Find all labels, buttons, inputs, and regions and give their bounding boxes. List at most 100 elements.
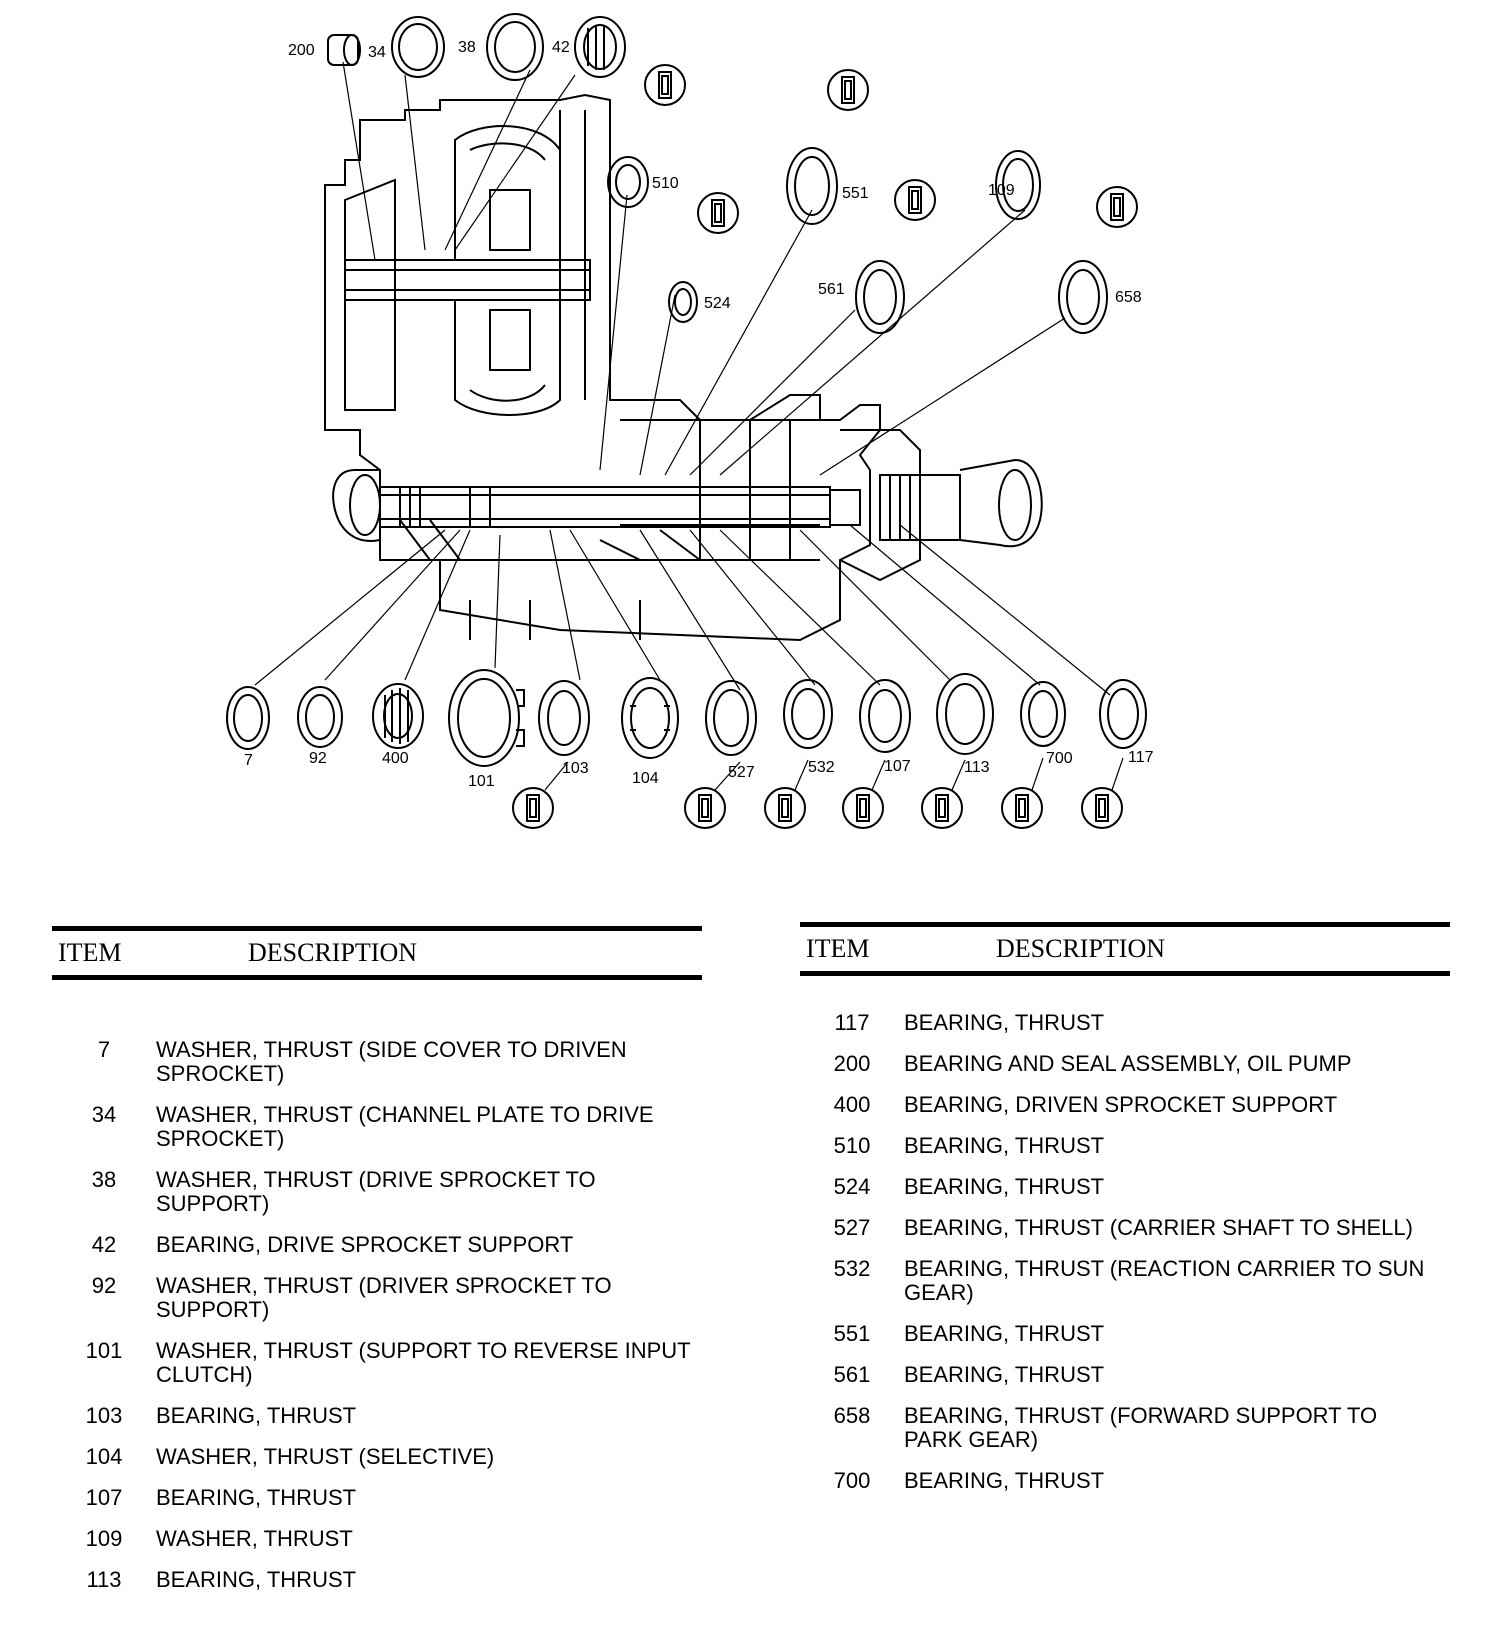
table-rule-bottom — [800, 971, 1450, 976]
item-description: BEARING, THRUST — [156, 1403, 357, 1428]
main-output-shaft — [379, 474, 961, 541]
callout-label: 38 — [458, 39, 476, 56]
table-row: 92 WASHER, THRUST (DRIVER SPROCKET TO SUP… — [52, 1274, 702, 1322]
part-700 — [1020, 681, 1066, 747]
bearing-symbol-icon — [644, 64, 686, 106]
header-item: ITEM — [806, 934, 870, 963]
header-description: DESCRIPTION — [248, 938, 418, 967]
table-header: ITEM DESCRIPTION — [52, 931, 702, 975]
item-number: 117 — [834, 1010, 870, 1035]
part-38 — [486, 13, 544, 81]
bearing-symbol-icons — [512, 64, 1138, 829]
callout-label: 561 — [818, 281, 845, 298]
part-532 — [783, 679, 833, 749]
part-42 — [574, 16, 626, 78]
item-number: 7 — [97, 1037, 111, 1062]
callout-label: 103 — [562, 760, 589, 777]
part-109 — [995, 150, 1041, 220]
bearing-symbol-icon — [921, 787, 963, 829]
transmission-exploded-diagram: 200 34 38 42 510 524 551 561 109 658 7 9… — [226, 13, 1154, 829]
bearing-symbol-icon — [1001, 787, 1043, 829]
callout-label: 7 — [244, 752, 253, 769]
item-number: 38 — [91, 1167, 117, 1192]
item-description: WASHER, THRUST (CHANNEL PLATE TO DRIVE S… — [156, 1102, 654, 1151]
part-551 — [786, 147, 838, 225]
item-description: BEARING, THRUST — [904, 1010, 1105, 1035]
item-description: BEARING, THRUST (FORWARD SUPPORT TO PARK… — [904, 1403, 1378, 1452]
item-description: BEARING, THRUST — [156, 1567, 357, 1592]
callout-label: 42 — [552, 39, 570, 56]
part-7 — [226, 686, 270, 750]
item-number: 400 — [833, 1092, 871, 1117]
item-number: 92 — [91, 1273, 117, 1298]
part-107 — [859, 679, 911, 753]
item-description: WASHER, THRUST (DRIVE SPROCKET TO SUPPOR… — [156, 1167, 596, 1216]
part-658 — [1058, 260, 1108, 334]
right-axle — [959, 458, 1043, 548]
item-number: 561 — [833, 1362, 871, 1387]
part-101 — [448, 669, 525, 767]
bearing-symbol-leaders — [544, 757, 1124, 791]
callout-label: 101 — [468, 773, 495, 790]
callout-label: 107 — [884, 758, 911, 775]
callout-label: 527 — [728, 764, 755, 781]
bearing-symbol-icon — [764, 787, 806, 829]
item-number: 101 — [85, 1338, 123, 1363]
item-description: BEARING, DRIVEN SPROCKET SUPPORT — [904, 1092, 1338, 1117]
item-description: WASHER, THRUST — [156, 1526, 353, 1551]
item-number: 109 — [85, 1526, 123, 1551]
table-row: 117 BEARING, THRUST — [800, 1011, 1450, 1035]
item-number: 510 — [833, 1133, 871, 1158]
table-row: 38 WASHER, THRUST (DRIVE SPROCKET TO SUPP… — [52, 1168, 702, 1216]
item-description: BEARING, THRUST — [156, 1485, 357, 1510]
callout-label: 109 — [988, 182, 1015, 199]
callout-labels: 200 34 38 42 510 524 551 561 109 658 7 9… — [244, 39, 1154, 790]
part-527 — [705, 680, 757, 756]
part-200 — [327, 34, 361, 66]
table-row: 113 BEARING, THRUST — [52, 1568, 702, 1592]
lower-leader-lines — [254, 524, 1111, 696]
part-103 — [538, 680, 590, 756]
item-description: BEARING, THRUST — [904, 1468, 1105, 1493]
callout-label: 532 — [808, 759, 835, 776]
item-description: WASHER, THRUST (SUPPORT TO REVERSE INPUT… — [156, 1338, 691, 1387]
header-description: DESCRIPTION — [996, 934, 1166, 963]
table-rule-bottom — [52, 975, 702, 980]
transmission-housing — [324, 93, 921, 642]
item-description: WASHER, THRUST (SELECTIVE) — [156, 1444, 495, 1469]
item-number: 658 — [833, 1403, 871, 1428]
bearing-symbol-icon — [697, 192, 739, 234]
callout-label: 551 — [842, 185, 869, 202]
bearing-symbol-icon — [684, 787, 726, 829]
callout-label: 510 — [652, 175, 679, 192]
item-number: 113 — [86, 1567, 122, 1592]
part-92 — [297, 686, 343, 748]
table-row: 658 BEARING, THRUST (FORWARD SUPPORT TO P… — [800, 1404, 1450, 1452]
callout-label: 92 — [309, 750, 327, 767]
item-number: 527 — [833, 1215, 871, 1240]
upper-leader-lines — [342, 61, 1066, 476]
table-header: ITEM DESCRIPTION — [800, 927, 1450, 971]
item-description: WASHER, THRUST (DRIVER SPROCKET TO SUPPO… — [156, 1273, 612, 1322]
callout-label: 700 — [1046, 750, 1073, 767]
table-row: 101 WASHER, THRUST (SUPPORT TO REVERSE IN… — [52, 1339, 702, 1387]
part-113 — [936, 673, 994, 755]
drive-sprocket-shaft — [344, 259, 591, 301]
part-510 — [607, 156, 649, 208]
item-description: BEARING, THRUST — [904, 1321, 1105, 1346]
item-number: 200 — [833, 1051, 871, 1076]
table-rule-top — [800, 922, 1450, 927]
item-number: 103 — [85, 1403, 123, 1428]
item-number: 700 — [833, 1468, 871, 1493]
table-row: 109 WASHER, THRUST — [52, 1527, 702, 1551]
item-number: 104 — [85, 1444, 123, 1469]
part-34 — [391, 16, 445, 78]
